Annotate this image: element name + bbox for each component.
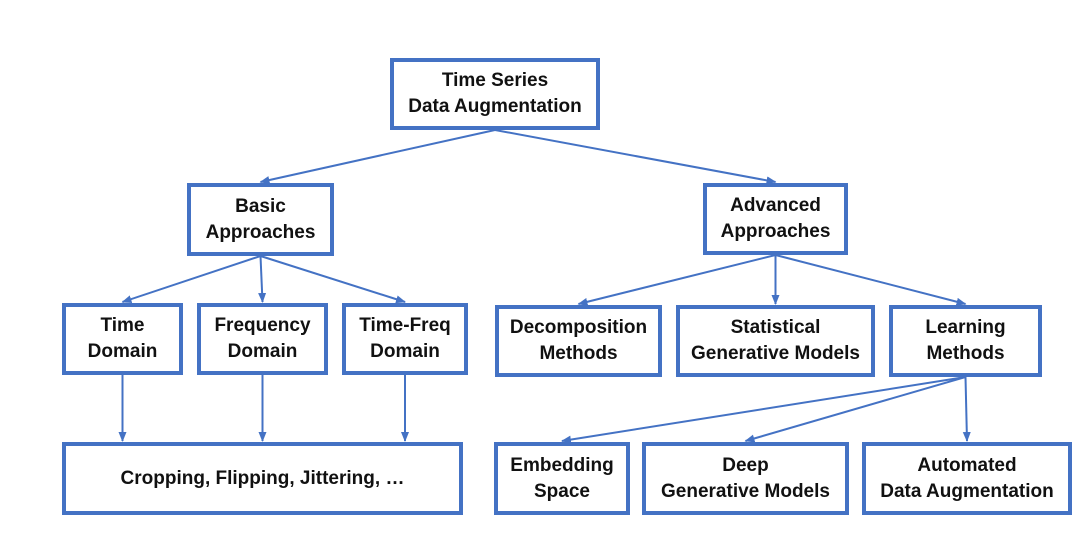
node-basic-approaches: Basic Approaches — [187, 183, 334, 256]
node-label-line1: Automated — [917, 454, 1017, 476]
node-label-line1: Deep — [722, 454, 769, 476]
edge-learning-to-deep — [744, 376, 966, 443]
node-label-line1: Time — [100, 315, 145, 336]
node-label-line2: Approaches — [205, 221, 316, 243]
node-label-line1: Cropping, Flipping, Jittering, … — [120, 467, 405, 489]
node-label-line1: Advanced — [730, 195, 821, 216]
edge-root-to-basic — [259, 129, 496, 184]
node-decomposition-methods: Decomposition Methods — [495, 305, 662, 377]
node-label-line2: Domain — [227, 341, 298, 362]
node-label-line2: Space — [534, 480, 590, 502]
node-label-line1: Time-Freq — [359, 315, 451, 336]
node-time-freq-domain: Time-Freq Domain — [342, 303, 468, 375]
node-label-line1: Decomposition — [509, 317, 648, 338]
node-time-series-data-augmentation: Time Series Data Augmentation — [390, 58, 600, 130]
node-label-line2: Domain — [87, 341, 158, 362]
node-statistical-generative-models: Statistical Generative Models — [676, 305, 875, 377]
edge-basic-to-timefreq — [260, 255, 406, 304]
node-time-domain: Time Domain — [62, 303, 183, 375]
edge-learning-to-automated — [962, 376, 971, 442]
edge-basic-to-frequency — [258, 255, 267, 303]
node-label-line2: Methods — [926, 343, 1005, 364]
node-label-line2: Domain — [370, 341, 440, 362]
node-label-line2: Data Augmentation — [408, 96, 582, 117]
node-embedding-space: Embedding Space — [494, 442, 630, 515]
node-label-line1: Learning — [925, 317, 1006, 338]
node-label-line2: Generative Models — [691, 343, 860, 364]
node-label-line1: Statistical — [730, 317, 821, 338]
edge-advanced-to-learning — [775, 254, 967, 306]
node-frequency-domain: Frequency Domain — [197, 303, 328, 375]
node-label-line1: Frequency — [214, 315, 311, 336]
node-label-line1: Time Series — [441, 70, 549, 91]
node-label-line2: Methods — [539, 343, 618, 364]
edge-root-to-advanced — [494, 129, 777, 185]
node-label-line1: Embedding — [510, 454, 614, 476]
edge-advanced-to-decomposition — [577, 254, 776, 306]
node-cropping-flipping-jittering: Cropping, Flipping, Jittering, … — [62, 442, 463, 515]
node-automated-data-augmentation: Automated Data Augmentation — [862, 442, 1072, 515]
node-label-line2: Data Augmentation — [880, 480, 1054, 502]
node-label-line1: Basic — [235, 195, 286, 217]
node-label-line2: Generative Models — [661, 480, 830, 502]
node-label-line2: Approaches — [720, 221, 831, 242]
node-deep-generative-models: Deep Generative Models — [642, 442, 849, 515]
node-learning-methods: Learning Methods — [889, 305, 1042, 377]
edge-basic-to-time — [121, 255, 261, 303]
node-advanced-approaches: Advanced Approaches — [703, 183, 848, 255]
edge-learning-to-embedding — [561, 376, 966, 444]
